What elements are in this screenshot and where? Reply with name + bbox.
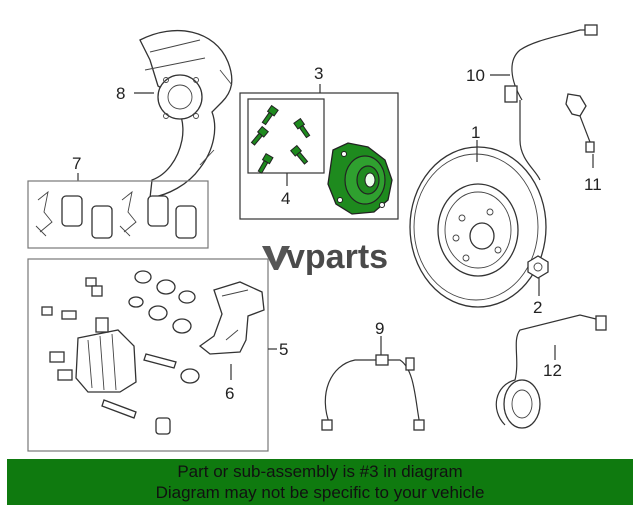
callout-5: 5	[279, 340, 288, 359]
caliper-hardware-part	[41, 270, 265, 435]
parts-diagram: 8 3 4 7 vparts 5	[27, 24, 607, 452]
callout-2: 2	[533, 298, 542, 317]
callout-9: 9	[375, 319, 384, 338]
bolt-group-box	[247, 98, 325, 174]
abs-sensor-11	[565, 93, 595, 153]
banner-line-2: Diagram may not be specific to your vehi…	[155, 483, 485, 502]
brake-rotor-part	[409, 146, 547, 308]
brake-hose-9	[324, 359, 421, 426]
info-banner: Part or sub-assembly is #3 in diagram Di…	[7, 459, 633, 505]
banner-line-1: Part or sub-assembly is #3 in diagram	[177, 462, 463, 481]
brake-pads-box	[27, 180, 209, 249]
callout-10: 10	[466, 66, 485, 85]
sensor-harness-12	[495, 314, 601, 426]
callout-4: 4	[281, 189, 290, 208]
vparts-logo: vparts	[262, 238, 388, 276]
hub-bolts	[250, 104, 311, 174]
callout-1: 1	[471, 123, 480, 142]
caliper-kit-box	[27, 258, 269, 452]
callout-3: 3	[314, 64, 323, 83]
callout-8: 8	[116, 84, 125, 103]
callout-11: 11	[584, 175, 602, 194]
callout-6: 6	[225, 384, 234, 403]
callout-7: 7	[72, 154, 81, 173]
abs-harness-10	[511, 29, 594, 181]
brake-pads-part	[35, 190, 197, 239]
hub-nut-part	[527, 255, 549, 279]
callout-12: 12	[543, 361, 562, 380]
logo-text: vparts	[286, 238, 388, 276]
dust-shield-part	[139, 29, 233, 199]
hub-assembly-box	[239, 92, 399, 220]
wheel-hub-bearing-part	[327, 142, 393, 215]
